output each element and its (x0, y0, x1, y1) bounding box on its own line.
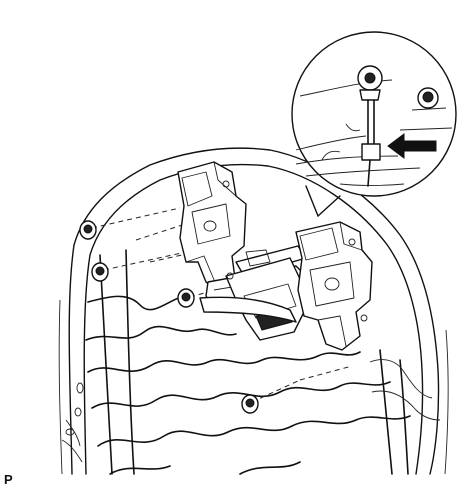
nut-upper-left-2 (91, 262, 109, 282)
corner-label: P (4, 472, 13, 487)
seatback-spring-wires (85, 249, 441, 475)
seat-recliner-bracket (177, 161, 373, 351)
nut-upper-left-1 (79, 220, 97, 240)
detail-magnifier-callout (291, 31, 457, 217)
nut-lower (241, 394, 259, 414)
nut-center (177, 288, 195, 308)
seatback-frame (58, 147, 449, 475)
direction-arrow-icon (387, 133, 437, 159)
